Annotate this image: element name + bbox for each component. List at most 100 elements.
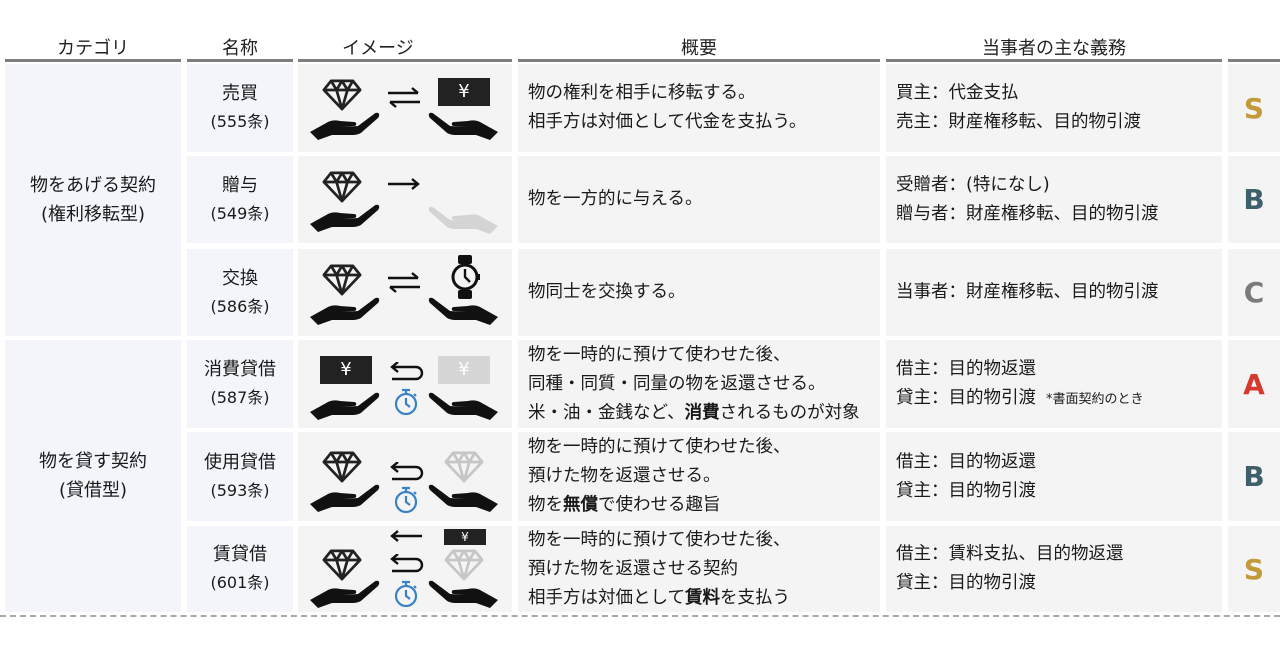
summary-line: 預けた物を返還させる契約 (528, 558, 738, 579)
hand-icon (310, 390, 380, 420)
image-cell (298, 249, 512, 336)
header-image-underline (298, 59, 512, 62)
header-image: イメージ (342, 38, 414, 59)
image-cell: ¥ (298, 526, 512, 612)
duty-line: 当事者：財産権移転、目的物引渡 (896, 282, 1159, 302)
duty-line: 借主：賃料支払、目的物返還 (896, 544, 1124, 564)
summary-line: 相手方は対価として代金を支払う。 (528, 112, 807, 132)
summary-text: されるものが対象 (719, 402, 860, 423)
header-name: 名称 (222, 38, 258, 59)
timer-icon (393, 388, 419, 416)
summary-text: 米・油・金銭など、 (528, 402, 685, 423)
rank-badge: C (1228, 249, 1280, 336)
duty-line: 貸主：目的物引渡 (896, 480, 1036, 501)
duty-line: 売主：財産権移転、目的物引渡 (896, 112, 1141, 132)
faded-hand-icon (428, 204, 498, 234)
image-cell: ¥ ¥ (298, 340, 512, 428)
summary-cell: 物の権利を相手に移転する。 相手方は対価として代金を支払う。 (518, 64, 880, 152)
duty-line: 貸主：目的物引渡 (896, 573, 1036, 593)
summary-emphasis: 消費 (684, 402, 720, 423)
summary-line: 物の権利を相手に移転する。 (528, 83, 756, 103)
summary-line: 物同士を交換する。 (528, 282, 686, 302)
header-duties: 当事者の主な義務 (982, 38, 1126, 59)
summary-line: 同種・同質・同量の物を返還させる。 (528, 373, 826, 394)
summary-cell: 物同士を交換する。 (518, 249, 880, 336)
image-cell (298, 432, 512, 521)
faded-yen-bill-icon: ¥ (438, 356, 490, 384)
category-sublabel: (権利移転型) (40, 204, 146, 225)
contract-name-cell: 使用貸借 (593条) (187, 432, 293, 521)
duty-line: 買主：代金支払 (896, 83, 1019, 103)
summary-cell: 物を一時的に預けて使わせた後、 同種・同質・同量の物を返還させる。 米・油・金銭… (518, 340, 880, 428)
hand-icon (428, 578, 498, 608)
summary-text: 物を (528, 495, 563, 515)
category-label: 物をあげる契約 (30, 175, 156, 196)
exchange-arrows-icon (388, 87, 420, 108)
diamond-icon (322, 78, 362, 111)
contract-name: 贈与 (222, 174, 258, 196)
diamond-icon (322, 170, 362, 203)
left-arrow-icon (390, 530, 422, 542)
article-number: (587条) (210, 388, 270, 407)
summary-text: で使わせる趣旨 (598, 495, 721, 515)
faded-diamond-icon (444, 450, 484, 483)
yen-bill-icon: ¥ (444, 529, 486, 545)
timer-icon (393, 486, 419, 514)
faded-diamond-icon (444, 548, 484, 581)
rank-badge: B (1228, 156, 1280, 243)
summary-line: 預けた物を返還させる。 (528, 466, 721, 486)
timer-icon (393, 580, 419, 608)
summary-line: 相手方は対価として賃料を支払う (528, 584, 790, 613)
category-sublabel: (貸借型) (58, 480, 128, 501)
rank-badge: S (1228, 64, 1280, 152)
article-number: (593条) (210, 480, 270, 500)
duty-text: 貸主：目的物引渡 (896, 387, 1036, 408)
hand-icon (428, 110, 498, 140)
header-rank-underline (1228, 59, 1280, 62)
duty-line: 贈与者：財産権移転、目的物引渡 (896, 203, 1159, 224)
contract-name: 消費貸借 (204, 359, 276, 380)
summary-cell: 物を一時的に預けて使わせた後、 預けた物を返還させる。 物を無償で使わせる趣旨 (518, 432, 880, 521)
header-name-underline (187, 59, 293, 62)
contract-name: 賃貸借 (213, 544, 267, 565)
duty-line: 借主：目的物返還 (896, 358, 1036, 379)
summary-line: 米・油・金銭など、消費されるものが対象 (528, 399, 860, 428)
rank-badge: S (1228, 526, 1280, 612)
return-arrow-icon (390, 362, 424, 381)
article-number: (601条) (210, 573, 270, 592)
bottom-dashed-divider (0, 615, 1280, 617)
diamond-icon (322, 263, 362, 296)
summary-line: 物を一時的に預けて使わせた後、 (528, 437, 791, 457)
summary-line: 物を一方的に与える。 (528, 189, 703, 209)
category-lending: 物を貸す契約 (貸借型) (5, 340, 181, 612)
duty-line: 借主：目的物返還 (896, 451, 1036, 472)
contract-name-cell: 贈与 (549条) (187, 156, 293, 243)
duties-cell: 借主：目的物返還 貸主：目的物引渡 (886, 432, 1222, 521)
rank-badge: B (1228, 432, 1280, 521)
header-category: カテゴリ (57, 38, 129, 59)
contract-name: 交換 (222, 267, 258, 289)
article-number: (555条) (210, 112, 270, 131)
return-arrow-icon (390, 554, 424, 573)
image-cell (298, 156, 512, 243)
contract-name: 使用貸借 (204, 451, 276, 473)
summary-line: 物を一時的に預けて使わせた後、 (528, 344, 791, 365)
summary-line: 物を無償で使わせる趣旨 (528, 491, 721, 520)
hand-icon (310, 202, 380, 232)
duties-cell: 借主：賃料支払、目的物返還 貸主：目的物引渡 (886, 526, 1222, 612)
header-summary: 概要 (681, 38, 717, 59)
hand-icon (428, 390, 498, 420)
diamond-icon (322, 548, 362, 581)
diamond-icon (322, 450, 362, 483)
right-arrow-icon (388, 178, 420, 190)
hand-icon (310, 578, 380, 608)
summary-text: を支払う (719, 587, 790, 608)
duty-line: 受贈者：(特になし) (896, 174, 1050, 195)
duties-cell: 買主：代金支払 売主：財産権移転、目的物引渡 (886, 64, 1222, 152)
duties-cell: 当事者：財産権移転、目的物引渡 (886, 249, 1222, 336)
duties-cell: 受贈者：(特になし) 贈与者：財産権移転、目的物引渡 (886, 156, 1222, 243)
yen-bill-icon: ¥ (320, 356, 372, 384)
watch-icon (450, 255, 480, 299)
contract-name-cell: 売買 (555条) (187, 64, 293, 152)
hand-icon (310, 482, 380, 512)
